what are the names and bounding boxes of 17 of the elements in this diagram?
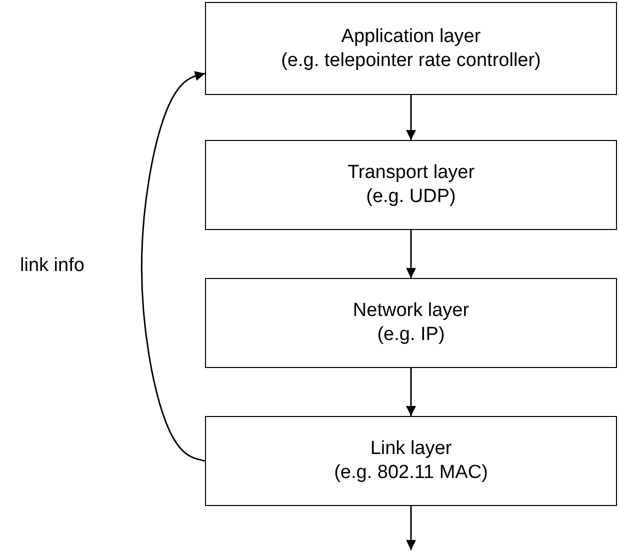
layer-example: (e.g. 802.11 MAC) [334, 461, 488, 485]
layer-title: Link layer [370, 437, 452, 461]
arrow [406, 368, 416, 416]
layer-title: Transport layer [347, 161, 475, 185]
layer-box [205, 416, 617, 506]
layer-example: (e.g. IP) [377, 323, 445, 347]
arrow [140, 71, 206, 462]
layer-box [205, 278, 617, 368]
layer-box [205, 140, 617, 230]
arrow [406, 95, 416, 140]
layer-example: (e.g. UDP) [366, 185, 456, 209]
layer-box [205, 2, 617, 95]
layer-example: (e.g. telepointer rate controller) [281, 48, 541, 72]
layer-title: Network layer [352, 299, 470, 323]
layer-title: Application layer [341, 24, 481, 48]
arrow [406, 230, 416, 278]
arrow [406, 506, 416, 550]
